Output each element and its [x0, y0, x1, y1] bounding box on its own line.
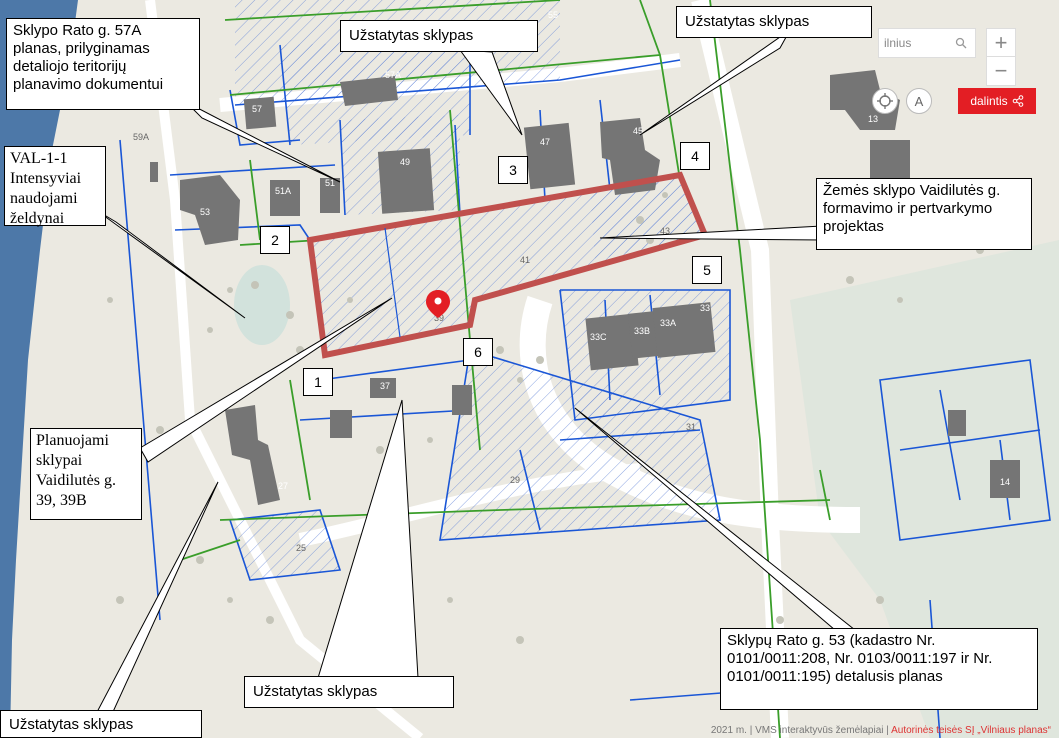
- label-39: 39: [434, 313, 444, 323]
- callout-uzstatytas-corner: Užstatytas sklypas: [0, 710, 202, 738]
- search-input[interactable]: ilnius: [878, 28, 976, 58]
- label-59a: 59A: [133, 132, 149, 142]
- label-31: 31: [686, 422, 696, 432]
- label-55: 55: [548, 10, 558, 20]
- label-43: 43: [660, 226, 670, 236]
- callout-planuojami: Planuojami sklypai Vaidilutės g. 39, 39B: [30, 428, 142, 520]
- label-49: 49: [400, 157, 410, 167]
- marker-4: 4: [680, 142, 710, 170]
- label-57: 57: [252, 104, 262, 114]
- label-51a: 51A: [275, 186, 291, 196]
- compass-button[interactable]: A: [906, 88, 932, 114]
- locate-button[interactable]: [872, 88, 898, 114]
- marker-6: 6: [463, 338, 493, 366]
- map-attribution: 2021 m. | VMS interaktyvūs žemėlapiai | …: [711, 725, 1051, 736]
- location-pin-icon[interactable]: [426, 290, 450, 318]
- label-13: 13: [868, 114, 878, 124]
- parcel-hatch-25: [230, 510, 340, 580]
- label-25: 25: [296, 543, 306, 553]
- compass-icon: A: [914, 93, 924, 109]
- callout-uzstatytas-right: Užstatytas sklypas: [676, 6, 872, 38]
- pond: [234, 265, 290, 345]
- zoom-out-button[interactable]: −: [986, 56, 1016, 86]
- callout-sklypo-rato: Sklypo Rato g. 57A planas, prilyginamas …: [6, 18, 200, 110]
- marker-5: 5: [692, 256, 722, 284]
- copyright-link[interactable]: Autorinės teisės SĮ „Vilniaus planas“: [891, 725, 1051, 736]
- label-33a: 33A: [660, 318, 676, 328]
- callout-val: VAL-1-1 Intensyviai naudojami želdynai: [4, 146, 106, 227]
- callout-sklypu-rato: Sklypų Rato g. 53 (kadastro Nr. 0101/001…: [720, 628, 1038, 710]
- marker-3: 3: [498, 156, 528, 184]
- label-29: 29: [510, 475, 520, 485]
- marker-1: 1: [303, 368, 333, 396]
- planned-area-divider: [384, 227, 401, 338]
- share-button[interactable]: dalintis: [958, 88, 1036, 114]
- marker-2: 2: [260, 226, 290, 254]
- search-input-text: ilnius: [884, 36, 912, 50]
- label-33: 33: [700, 303, 710, 313]
- label-47: 47: [540, 137, 550, 147]
- crosshair-icon: [877, 93, 893, 109]
- parcel-hatch-29: [440, 350, 720, 540]
- label-53: 53: [200, 207, 210, 217]
- planned-area-boundary: [306, 171, 710, 359]
- share-icon: [1012, 95, 1023, 107]
- label-41: 41: [520, 255, 530, 265]
- label-14: 14: [1000, 477, 1010, 487]
- label-33c: 33C: [590, 332, 607, 342]
- search-icon[interactable]: [955, 37, 967, 49]
- callout-uzstatytas-top: Užstatytas sklypas: [340, 20, 538, 52]
- callout-uzstatytas-bottom: Užstatytas sklypas: [244, 676, 454, 708]
- parcel-boundaries: [119, 40, 1051, 738]
- callout-zemes: Žemės sklypo Vaidilutės g. formavimo ir …: [816, 178, 1032, 250]
- zone-boundaries: [179, 0, 831, 738]
- callout-leaders: [95, 29, 857, 715]
- attribution-text: 2021 m. | VMS interaktyvūs žemėlapiai |: [710, 725, 892, 736]
- buildings: [150, 70, 1020, 505]
- label-27: 27: [278, 481, 288, 491]
- label-51: 51: [325, 178, 335, 188]
- label-37: 37: [380, 381, 390, 391]
- label-45: 45: [633, 126, 643, 136]
- label-33b: 33B: [634, 326, 650, 336]
- zoom-in-button[interactable]: +: [986, 28, 1016, 58]
- share-label: dalintis: [970, 94, 1008, 108]
- label-57a: 57A: [385, 70, 401, 80]
